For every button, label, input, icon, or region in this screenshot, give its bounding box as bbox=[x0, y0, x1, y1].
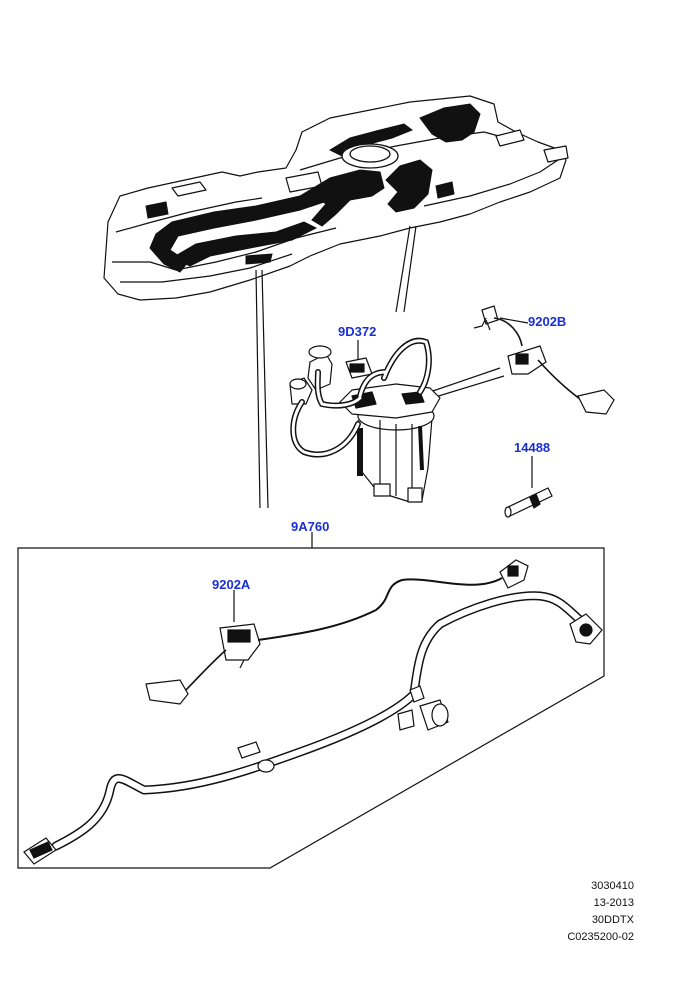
harness-canister bbox=[419, 699, 449, 731]
wiring-harness-inner bbox=[53, 592, 583, 849]
fuel-level-sender-a bbox=[145, 623, 261, 705]
harness-clips bbox=[237, 685, 425, 773]
filler-neck-ring bbox=[341, 143, 399, 169]
callout-14488[interactable]: 14488 bbox=[514, 440, 551, 455]
filter-tube bbox=[504, 487, 553, 518]
callout-9202b[interactable]: 9202B bbox=[528, 314, 567, 329]
wiring-harness bbox=[51, 591, 585, 851]
reference-block: 3030410 13-2013 30DDTX C0235200-02 bbox=[567, 878, 634, 946]
harness-connector-left bbox=[23, 837, 57, 865]
pump-hoses-inner bbox=[291, 339, 431, 456]
fuel-level-sender-b bbox=[473, 305, 615, 415]
harness-connector-right bbox=[569, 613, 603, 645]
callout-9202a[interactable]: 9202A bbox=[212, 577, 251, 592]
fuel-pump-module bbox=[289, 345, 441, 503]
callout-9a760[interactable]: 9A760 bbox=[291, 519, 330, 534]
callout-9d372[interactable]: 9D372 bbox=[338, 324, 377, 339]
sender-wire bbox=[257, 577, 503, 641]
reference-line-2: 13-2013 bbox=[593, 897, 634, 909]
wire-connector bbox=[499, 559, 529, 589]
leader-lines bbox=[233, 225, 533, 622]
reference-line-3: 30DDTX bbox=[591, 914, 634, 926]
reference-line-4: C0235200-02 bbox=[567, 931, 634, 943]
reference-line-1: 3030410 bbox=[591, 880, 634, 892]
harness-kit-box bbox=[17, 547, 605, 869]
